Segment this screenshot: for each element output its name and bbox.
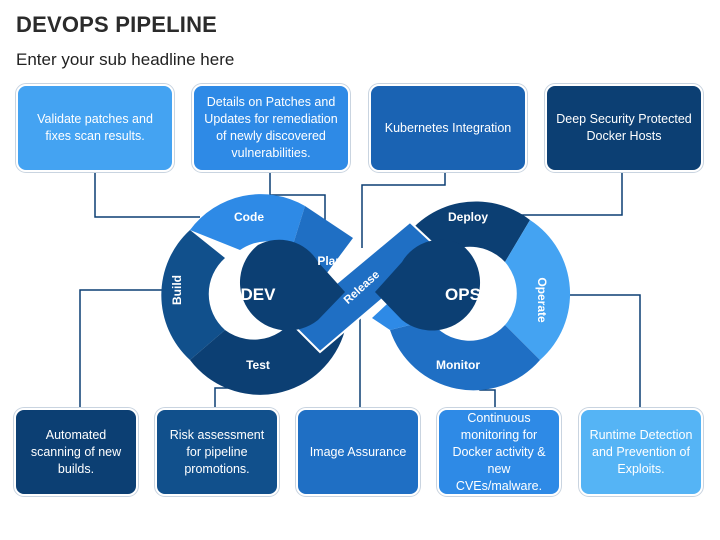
runtime-detection-box: Runtime Detection and Prevention of Expl… [579,408,703,496]
operate-label: Operate [535,277,549,323]
code-label: Code [234,210,264,224]
connector-automated [79,289,162,408]
test-label: Test [246,358,270,372]
page-title: DEVOPS PIPELINE [16,12,218,37]
patch-details-box: Details on Patches and Updates for remed… [192,84,350,172]
plan-label: Plan [317,254,342,268]
dev-hub [239,239,345,331]
code-segment [190,194,305,250]
continuous-monitoring-text: Continuous monitoring for Docker activit… [452,410,546,493]
risk-assessment-box: Risk assessment for pipeline promotions. [155,408,279,496]
page-subtitle: Enter your sub headline here [16,50,235,69]
build-label: Build [170,275,184,305]
connector-kubernetes [361,172,446,248]
validate-patches-text: Validate patches and fixes scan results. [37,112,153,143]
docker-hosts-text: Deep Security Protected Docker Hosts [556,112,692,143]
kubernetes-box: Kubernetes Integration [369,84,527,172]
connector-validate [94,172,200,218]
continuous-monitoring-box: Continuous monitoring for Docker activit… [437,408,561,496]
monitor-label: Monitor [436,358,480,372]
dev-label: DEV [241,285,277,304]
kubernetes-text: Kubernetes Integration [384,120,512,135]
connector-docker-hosts [520,172,623,216]
docker-hosts-box: Deep Security Protected Docker Hosts [545,84,703,172]
ops-label: OPS [445,285,481,304]
patch-details-text: Details on Patches and Updates for remed… [204,95,338,160]
monitor-segment [390,320,540,391]
image-assurance-box: Image Assurance [296,408,420,496]
automated-scanning-text: Automated scanning of new builds. [30,427,122,476]
connector-runtime [558,294,641,408]
build-segment [161,230,225,360]
validate-patches-box: Validate patches and fixes scan results. [16,84,174,172]
connector-details [269,172,326,232]
automated-scanning-box: Automated scanning of new builds. [14,408,138,496]
operate-segment [505,220,571,360]
ops-hub [375,239,481,331]
image-assurance-text: Image Assurance [309,444,407,459]
risk-assessment-text: Risk assessment for pipeline promotions. [169,427,265,476]
runtime-detection-text: Runtime Detection and Prevention of Expl… [589,427,693,476]
deploy-label: Deploy [448,210,488,224]
